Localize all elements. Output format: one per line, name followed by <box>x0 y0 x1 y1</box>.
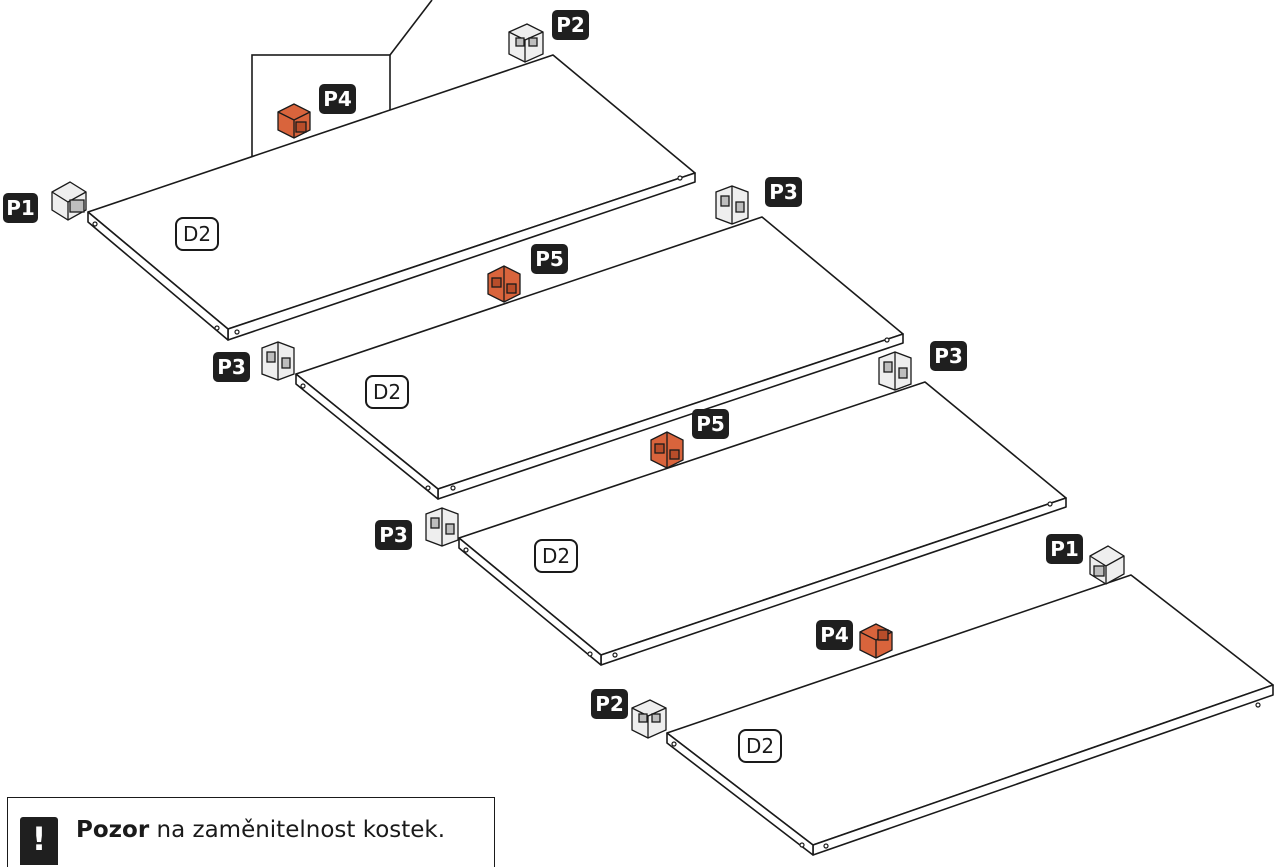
board-2-side-edge <box>295 373 439 500</box>
svg-text:D2: D2 <box>183 222 211 246</box>
svg-text:D2: D2 <box>373 380 401 404</box>
board-1-label: D2 <box>175 217 219 251</box>
board-4-side-edge <box>666 732 814 856</box>
connector-p5-board2 <box>487 265 521 303</box>
svg-text:D2: D2 <box>746 734 774 758</box>
svg-text:P3: P3 <box>217 355 246 379</box>
connector-p4-board4 <box>859 623 893 659</box>
svg-text:P4: P4 <box>323 87 352 111</box>
tag-board2-right: P3 <box>765 177 802 207</box>
warning-note-bold: Pozor <box>76 817 150 843</box>
tag-board3-left: P3 <box>375 520 412 550</box>
connector-p2-board1 <box>508 23 544 63</box>
connector-p1-board4 <box>1089 545 1125 585</box>
connector-p1-board1 <box>51 181 87 221</box>
board-3 <box>458 381 1067 666</box>
board-1 <box>87 54 696 341</box>
board-4-label: D2 <box>738 729 782 763</box>
board-3-side-edge <box>458 537 602 666</box>
detail-leader-line <box>389 0 433 56</box>
tag-board3-middle: P5 <box>692 409 729 439</box>
connector-p3-board2-right <box>715 185 749 225</box>
board-2 <box>295 216 904 500</box>
svg-text:P3: P3 <box>769 180 798 204</box>
tag-board4-right: P1 <box>1046 534 1083 564</box>
warning-note: ! Pozor na zaměnitelnost kostek. <box>7 797 495 867</box>
board-4 <box>666 574 1274 856</box>
connector-p2-board4 <box>631 699 667 739</box>
svg-text:P5: P5 <box>696 412 725 436</box>
board-3-label: D2 <box>534 539 578 573</box>
connector-p4-board1 <box>277 103 311 139</box>
svg-text:P5: P5 <box>535 247 564 271</box>
warning-note-rest: na zaměnitelnost kostek. <box>149 817 446 843</box>
svg-text:P2: P2 <box>556 13 585 37</box>
connector-p3-board3-right <box>878 351 912 391</box>
tag-board1-right: P2 <box>552 10 589 40</box>
svg-text:P2: P2 <box>595 692 624 716</box>
svg-text:P1: P1 <box>6 196 35 220</box>
tag-board3-right: P3 <box>930 341 967 371</box>
tag-board2-left: P3 <box>213 352 250 382</box>
connector-p3-board3-left <box>425 507 459 547</box>
tag-board4-middle: P4 <box>816 620 853 650</box>
tag-board1-left: P1 <box>3 193 38 223</box>
exclamation-icon: ! <box>20 817 58 865</box>
connector-p5-board3 <box>650 431 684 469</box>
connector-p3-board2-left <box>261 341 295 381</box>
tag-board2-middle: P5 <box>531 244 568 274</box>
svg-text:P3: P3 <box>379 523 408 547</box>
svg-text:P4: P4 <box>820 623 849 647</box>
tag-board1-middle: P4 <box>319 84 356 114</box>
svg-text:P3: P3 <box>934 344 963 368</box>
warning-note-text: Pozor na zaměnitelnost kostek. <box>76 817 445 843</box>
board-1-side-edge <box>87 211 229 341</box>
tag-board4-left: P2 <box>591 689 628 719</box>
svg-text:D2: D2 <box>542 544 570 568</box>
board-2-label: D2 <box>365 375 409 409</box>
svg-text:P1: P1 <box>1050 537 1079 561</box>
